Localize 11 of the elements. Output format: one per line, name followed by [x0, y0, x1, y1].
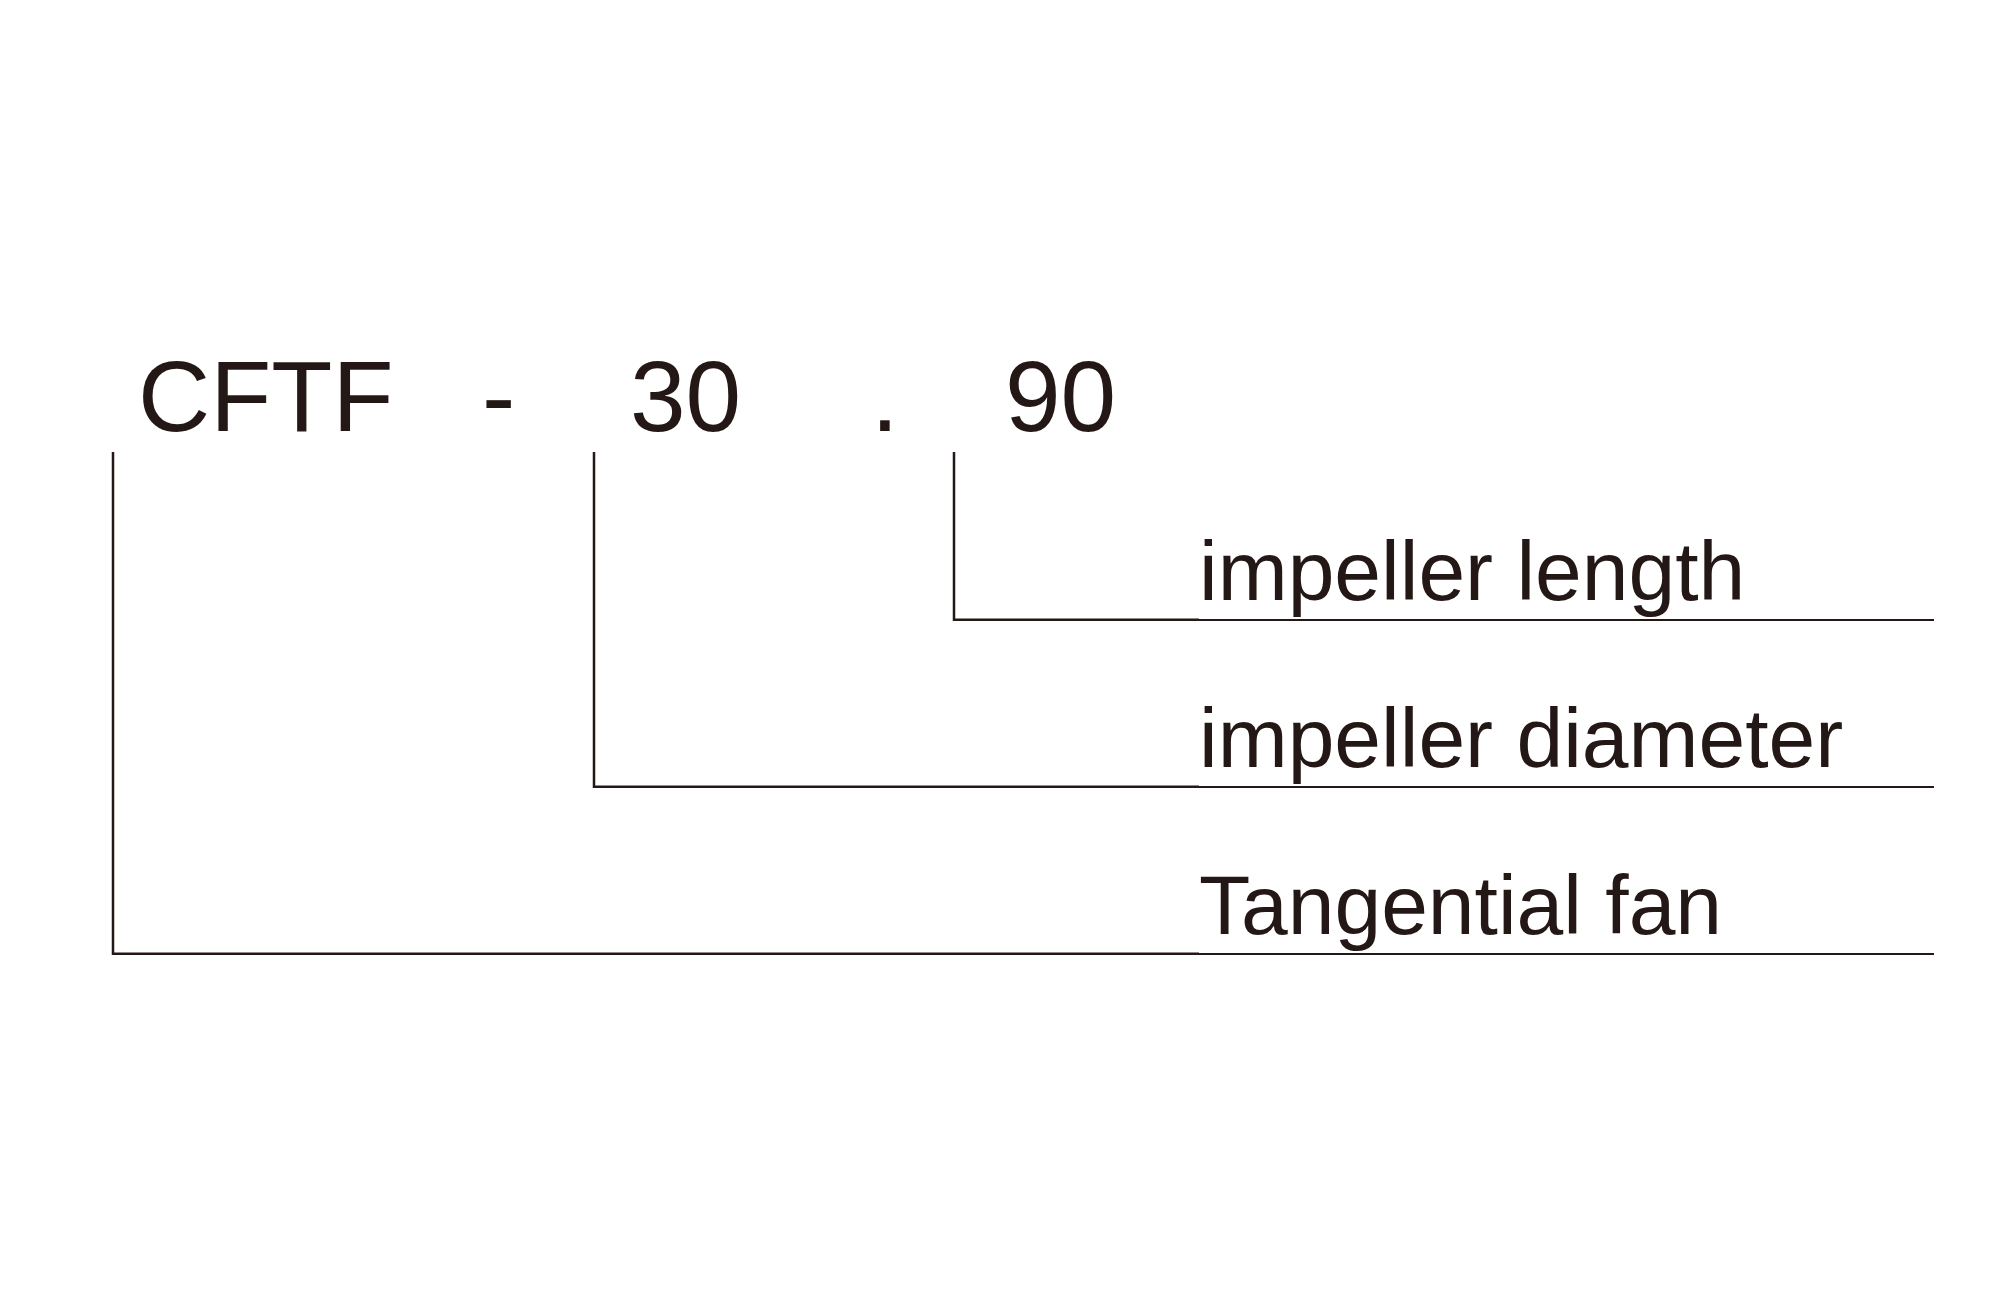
segment-description: Tangential fan [1199, 855, 1934, 955]
leader-line [952, 452, 1199, 621]
code-label: CFTF [113, 346, 394, 452]
segment-description: impeller diameter [1199, 688, 1934, 788]
code-label: 90 [954, 346, 1117, 452]
code-label: 30 [594, 346, 742, 452]
leader-line [592, 452, 1199, 788]
separator: . [871, 346, 899, 452]
separator: - [482, 346, 516, 452]
leader-line [111, 452, 1199, 955]
segment-description: impeller length [1199, 521, 1934, 621]
